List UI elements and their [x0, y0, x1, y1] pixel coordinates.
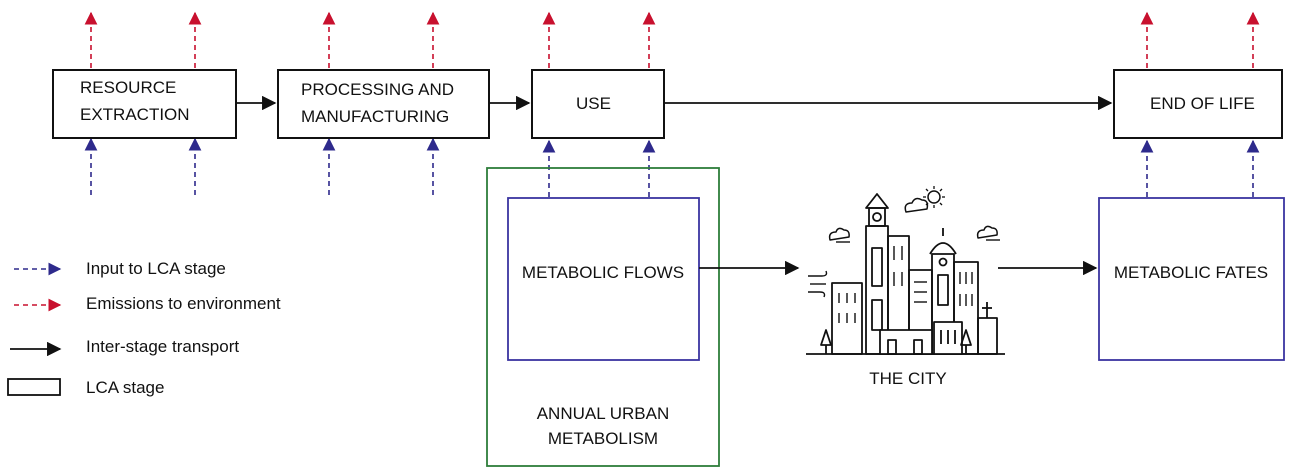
legend-item-transport: Inter-stage transport	[10, 337, 239, 357]
metabolic-flows-box: METABOLIC FLOWS	[507, 197, 700, 361]
metabolic-flows-label: METABOLIC FLOWS	[522, 263, 684, 282]
urban-metabolism-label-line: ANNUAL URBAN	[537, 404, 670, 423]
city-label: THE CITY	[869, 369, 946, 388]
stage-label-line: PROCESSING AND	[301, 80, 454, 99]
annual-urban-metabolism-box: ANNUAL URBAN METABOLISM	[486, 167, 720, 467]
stage-label-line: RESOURCE	[80, 78, 176, 97]
legend-label: LCA stage	[86, 378, 164, 397]
input-arrows	[84, 137, 1260, 197]
city-skyline-icon	[806, 186, 1005, 355]
urban-metabolism-label-line: METABOLISM	[548, 429, 658, 448]
stage-use: USE	[531, 69, 665, 139]
stage-label-line: MANUFACTURING	[301, 107, 449, 126]
stage-label-line: END OF LIFE	[1150, 94, 1255, 113]
legend-label: Emissions to environment	[86, 294, 281, 313]
stage-label-line: USE	[576, 94, 611, 113]
stage-end-of-life: END OF LIFE	[1113, 69, 1283, 139]
rectangle-icon	[7, 378, 61, 396]
legend-label: Inter-stage transport	[86, 337, 239, 356]
stage-label-line: EXTRACTION	[80, 105, 190, 124]
legend-item-input: Input to LCA stage	[14, 259, 226, 278]
legend-item-stage: LCA stage	[7, 378, 164, 397]
metabolic-fates-box: METABOLIC FATES	[1098, 197, 1285, 361]
stage-resource-extraction: RESOURCE EXTRACTION	[52, 69, 237, 139]
legend-item-emissions: Emissions to environment	[14, 294, 281, 313]
metabolic-fates-label: METABOLIC FATES	[1114, 263, 1268, 282]
stage-processing-manufacturing: PROCESSING AND MANUFACTURING	[277, 69, 490, 139]
emission-arrows	[84, 11, 1260, 68]
legend: Input to LCA stage Emissions to environm…	[7, 259, 281, 397]
legend-label: Input to LCA stage	[86, 259, 226, 278]
